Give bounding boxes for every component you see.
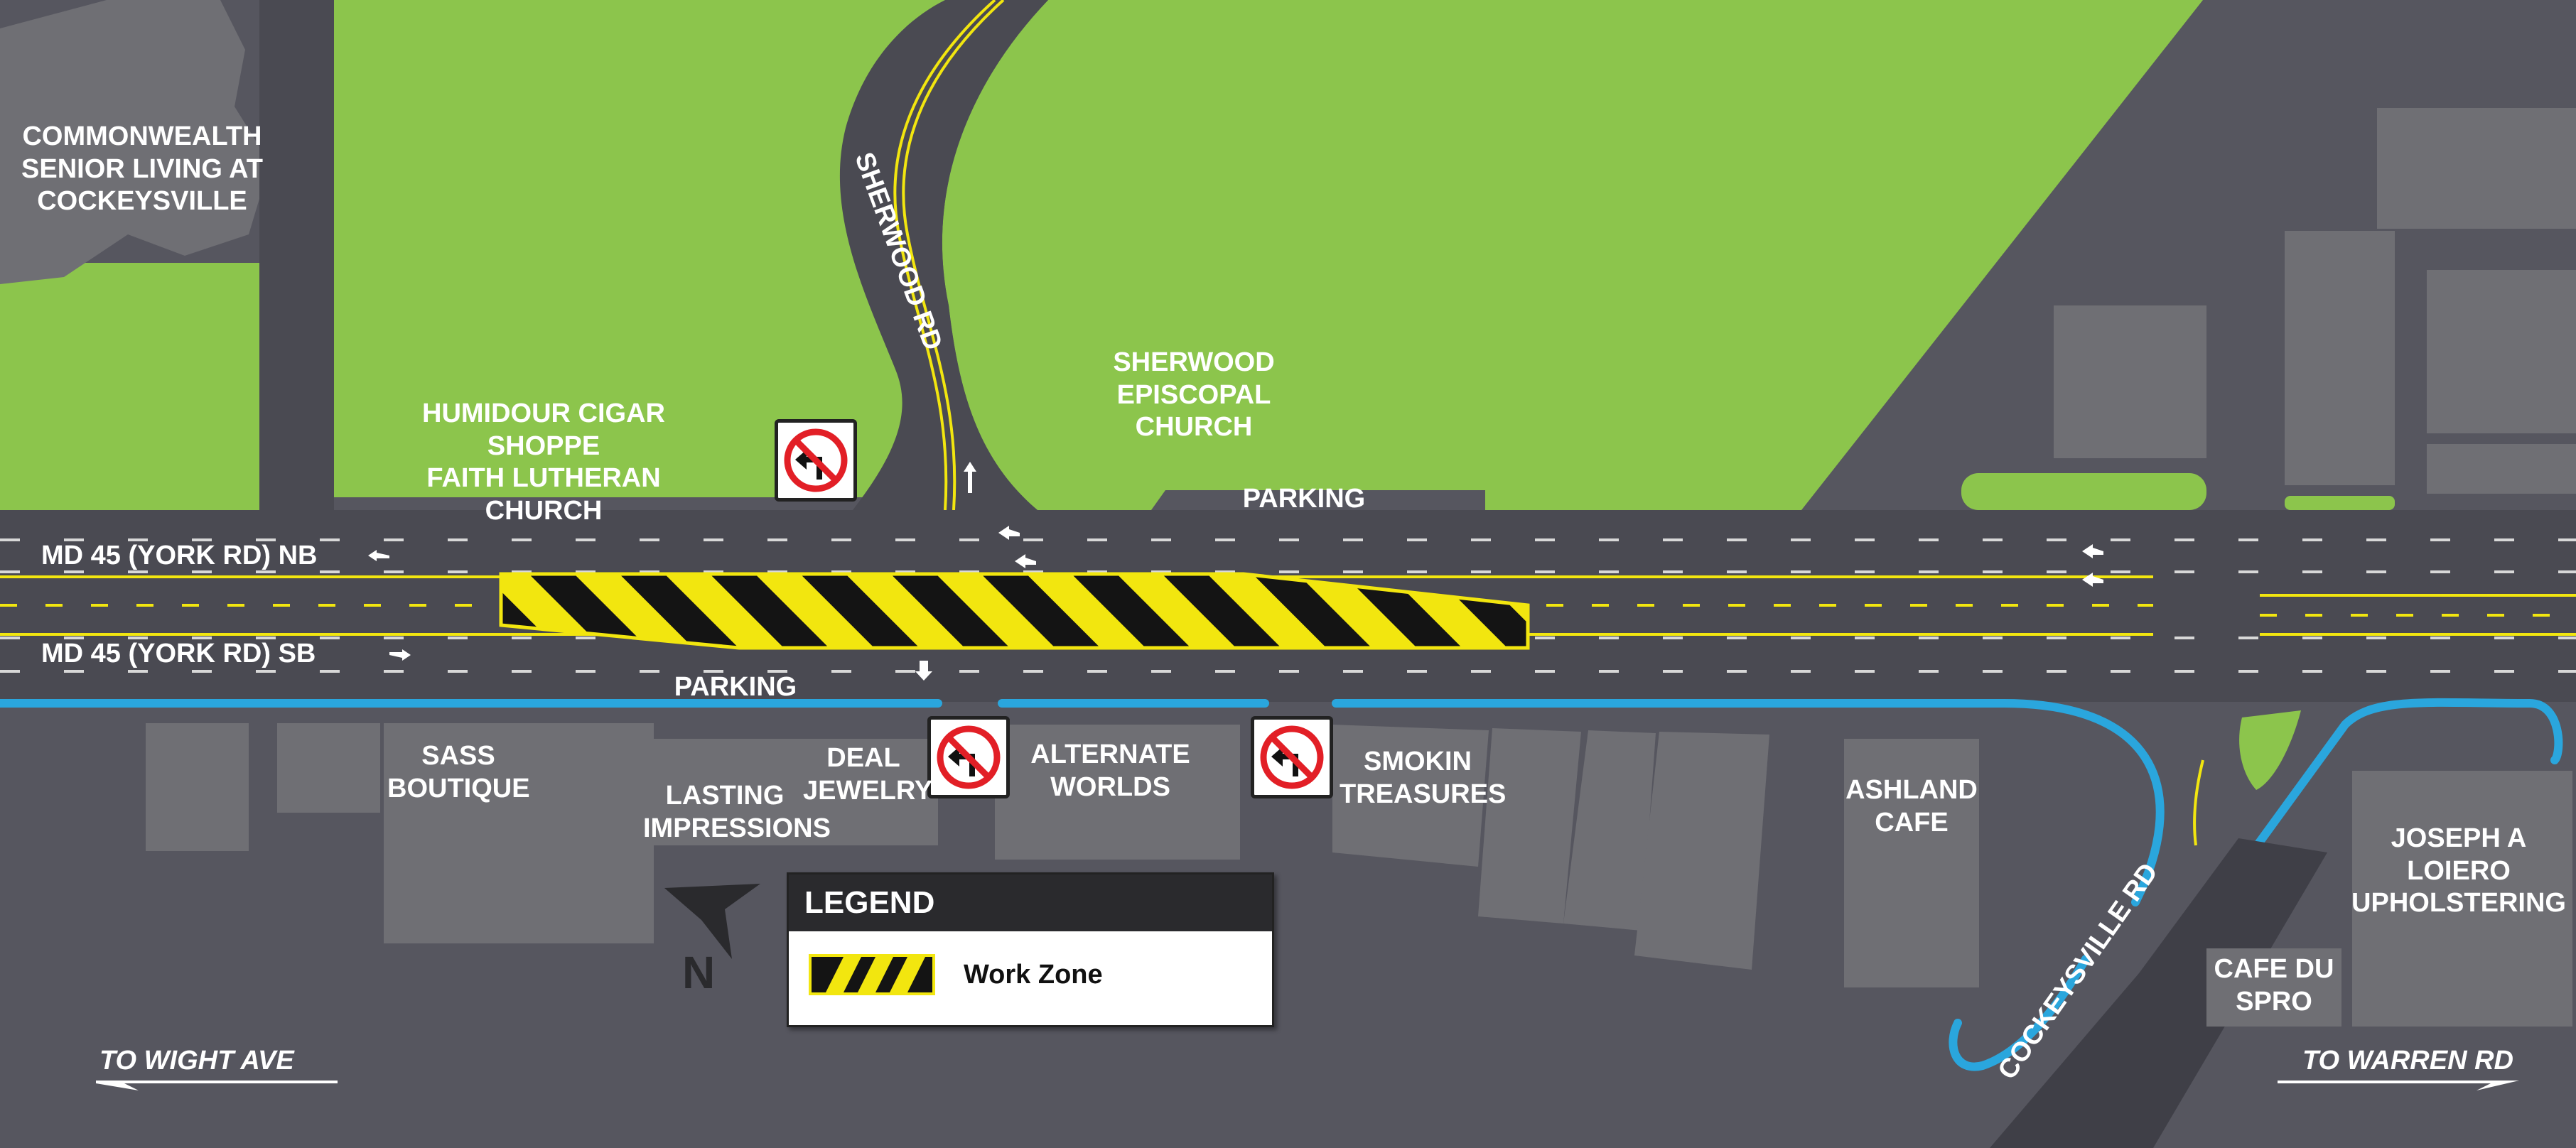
- north-label: N: [682, 947, 716, 998]
- median-dashes: [0, 604, 2576, 617]
- grass-church: [942, 0, 2203, 510]
- work-zone-swatch-pattern: [812, 957, 932, 992]
- label-alternate: ALTERNATE WORLDS: [1030, 740, 1190, 802]
- sherwood-road: [839, 0, 1048, 510]
- grass-median: [2239, 710, 2301, 790]
- label-ashland: ASHLAND CAFE: [1845, 775, 1978, 838]
- label-to-wight: TO WIGHT AVE: [99, 1046, 294, 1076]
- legend-item-work-zone: Work Zone: [809, 954, 1103, 995]
- west-driveway: [259, 0, 334, 510]
- bike-lane: [0, 698, 2563, 1071]
- label-parking-south: PARKING: [674, 672, 797, 702]
- cockeysville-road: [1990, 838, 2327, 1148]
- label-joseph: JOSEPH A LOIERO UPHOLSTERING: [2351, 823, 2566, 919]
- work-zone-swatch: [809, 954, 935, 995]
- work-zone: [499, 572, 1530, 650]
- label-lasting: LASTING IMPRESSIONS: [643, 781, 831, 843]
- label-deal: DEAL JEWELRY: [803, 743, 933, 806]
- label-md45-sb: MD 45 (YORK RD) SB: [41, 639, 316, 668]
- label-humidour: HUMIDOUR CIGAR SHOPPE FAITH LUTHERAN CHU…: [422, 399, 665, 526]
- buildings-south: [146, 723, 2572, 1027]
- sherwood-centerline: [893, 0, 996, 511]
- no-left-turn-sign-deal: [927, 716, 1010, 798]
- label-md45-nb: MD 45 (YORK RD) NB: [41, 541, 318, 570]
- arrow-right-icon: [2278, 1081, 2519, 1090]
- legend-box: LEGEND Work Zone: [787, 872, 1274, 1027]
- arrow-left-icon: [96, 1081, 338, 1090]
- label-sass: SASS BOUTIQUE: [387, 741, 530, 803]
- no-left-turn-icon: [937, 725, 1001, 789]
- grass-small-1: [1961, 473, 2206, 510]
- commonwealth-building: [0, 0, 270, 284]
- grass-small-2: [2285, 496, 2395, 510]
- no-left-turn-sign-alternate: [1251, 716, 1333, 798]
- label-cafe-du: CAFE DU SPRO: [2214, 954, 2334, 1017]
- no-left-turn-icon: [784, 428, 848, 492]
- grass-west: [0, 263, 259, 510]
- label-to-warren: TO WARREN RD: [2302, 1046, 2513, 1076]
- buildings-north-east: [2054, 108, 2576, 494]
- no-left-turn-icon: [1260, 725, 1324, 789]
- label-smokin: SMOKIN TREASURES: [1340, 747, 1507, 809]
- legend-title: LEGEND: [789, 874, 1272, 931]
- north-arrow-icon: [664, 884, 760, 959]
- lane-arrows: [368, 462, 2103, 681]
- legend-item-label: Work Zone: [964, 959, 1103, 990]
- label-sherwood-church: SHERWOOD EPISCOPAL CHURCH: [1113, 347, 1275, 443]
- label-parking-north: PARKING: [1242, 484, 1366, 514]
- no-left-turn-sign-sherwood: [775, 419, 857, 502]
- label-commonwealth: COMMONWEALTH SENIOR LIVING AT COCKEYSVIL…: [21, 121, 263, 217]
